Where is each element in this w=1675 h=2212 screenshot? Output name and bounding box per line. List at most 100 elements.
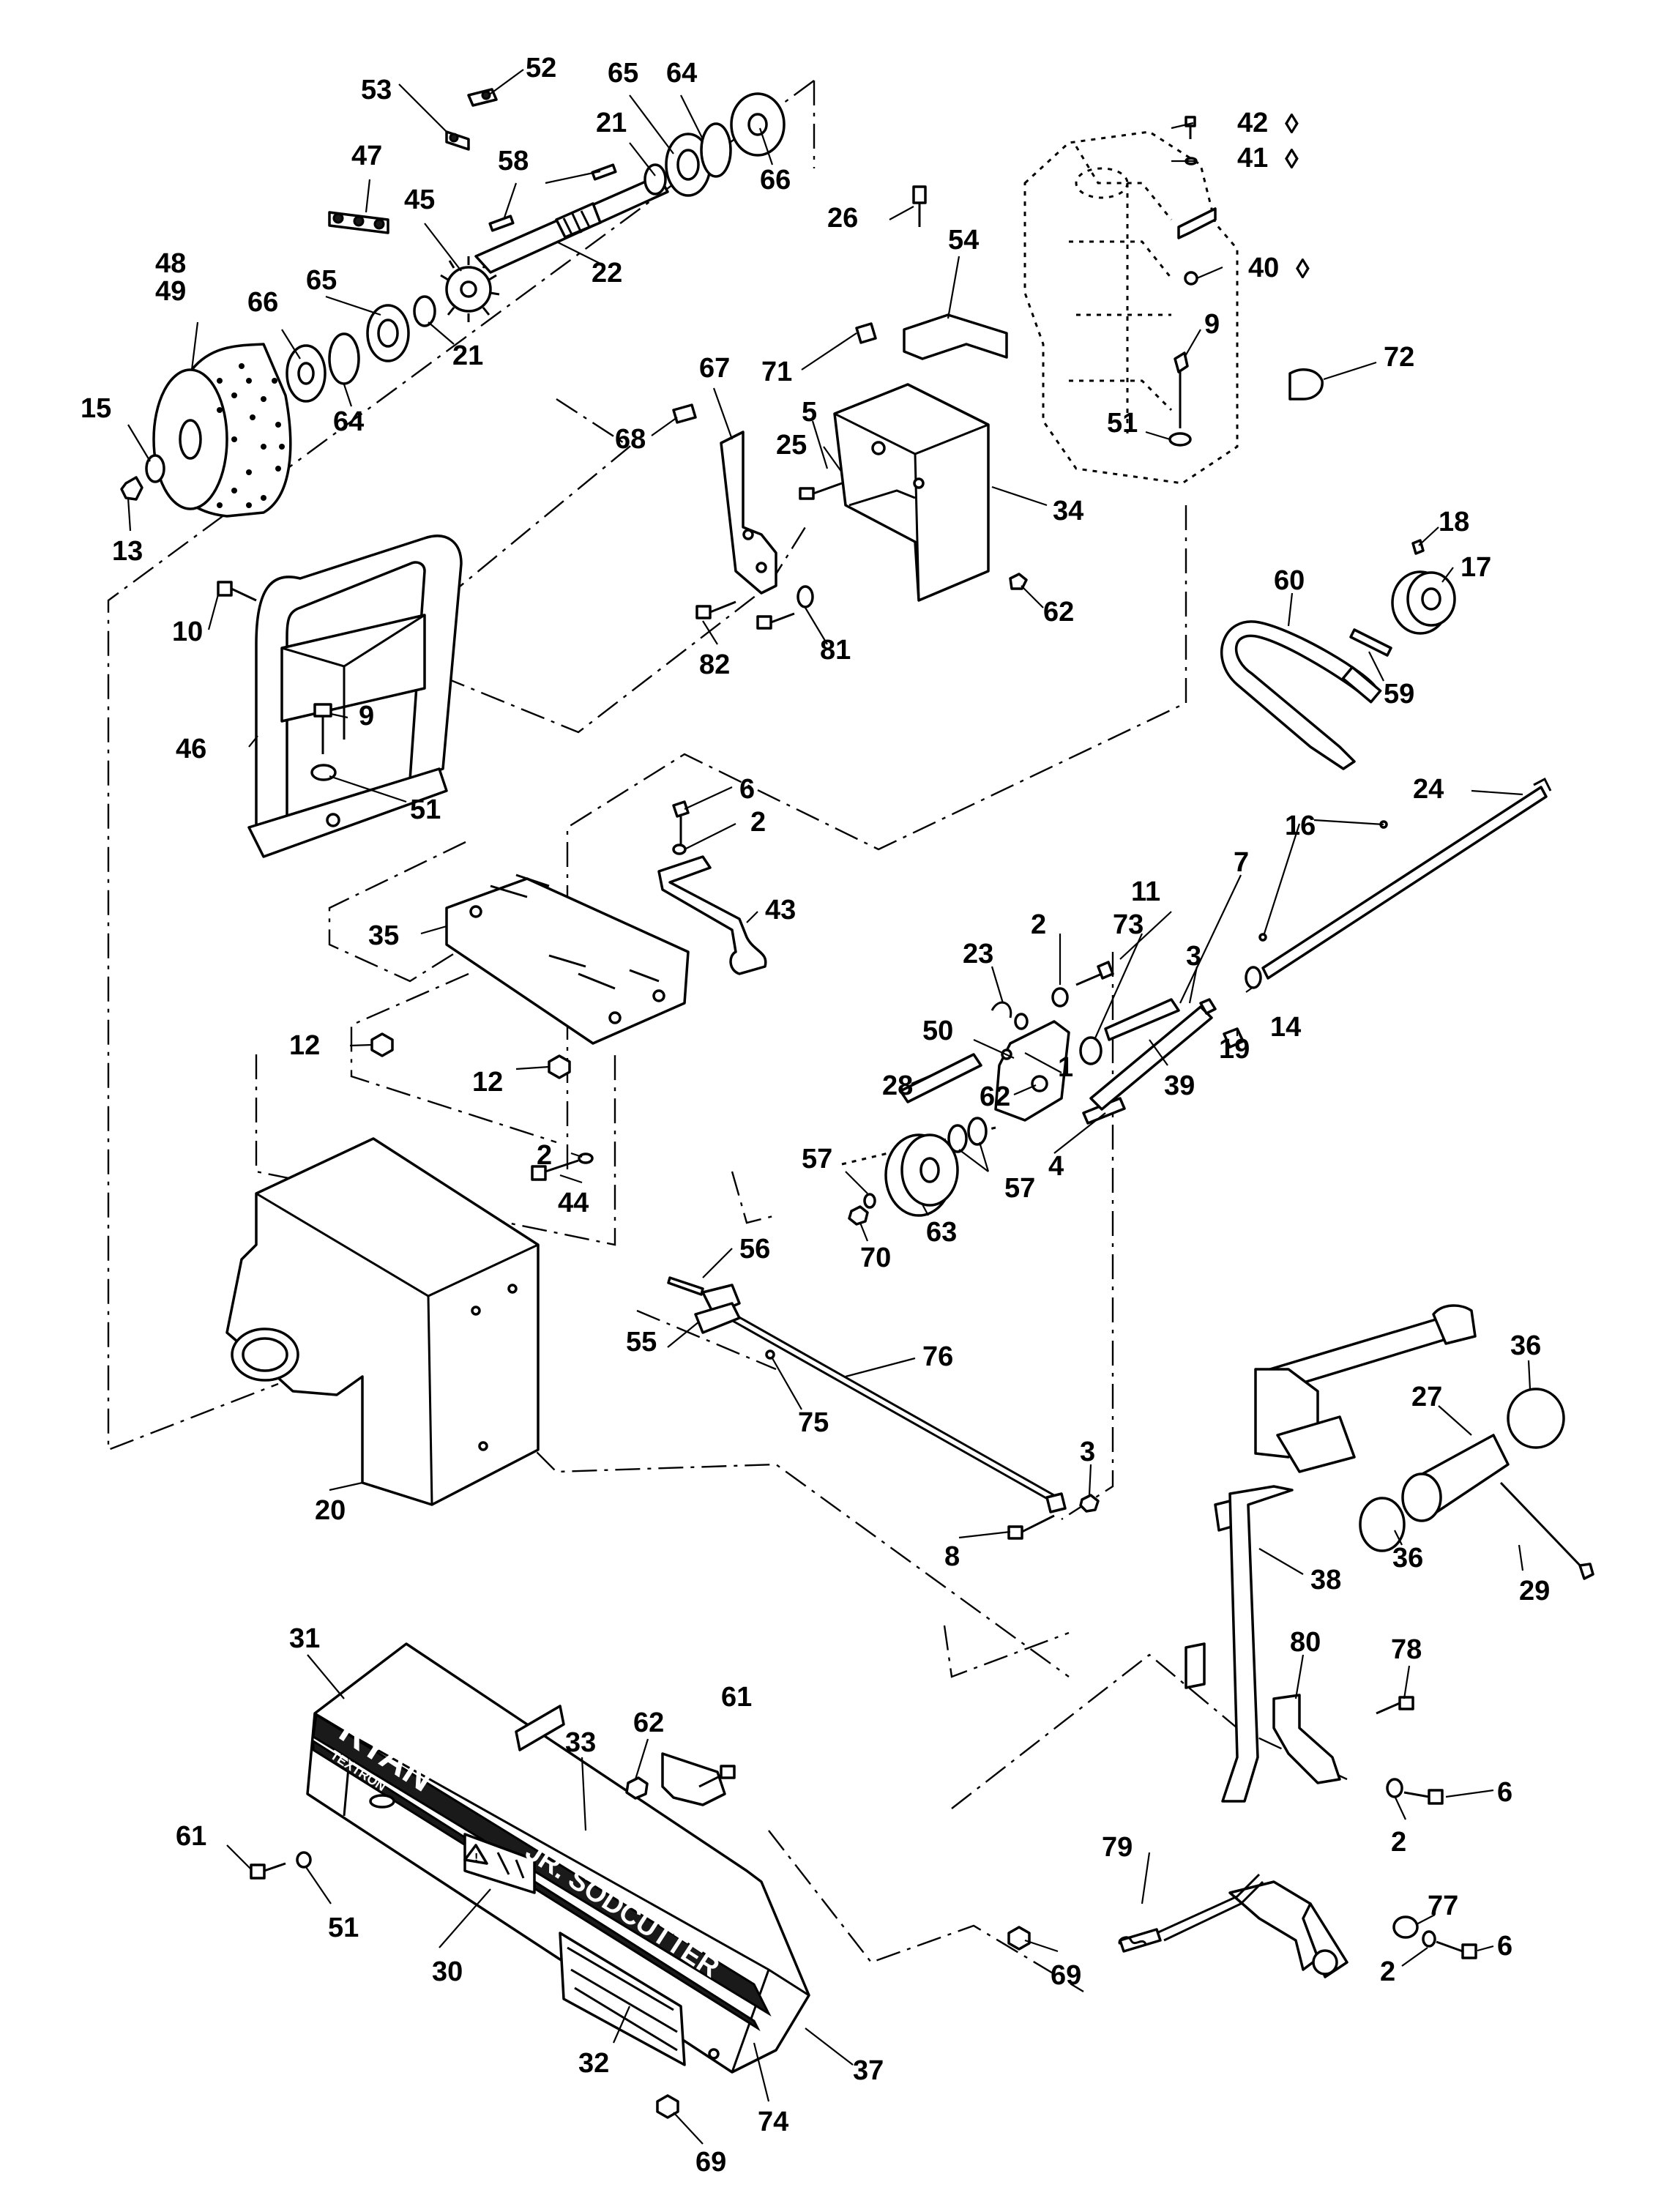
- callout-61: 61: [721, 1682, 752, 1713]
- callout-28: 28: [882, 1070, 913, 1101]
- stud-68: [672, 403, 697, 424]
- callout-65: 65: [608, 58, 638, 89]
- bolt-6-right-a: [1403, 1789, 1444, 1805]
- callout-21: 21: [596, 108, 627, 138]
- leader-lines: [127, 69, 1532, 2145]
- callout-33: 33: [565, 1727, 596, 1758]
- nut-12a: [370, 1032, 394, 1057]
- callout-42: 42: [1237, 108, 1268, 138]
- callout-18: 18: [1439, 507, 1469, 537]
- callout-70: 70: [860, 1243, 891, 1273]
- bolt-44: [531, 1152, 594, 1181]
- callout-55: 55: [626, 1327, 657, 1358]
- callout-29: 29: [1519, 1576, 1550, 1606]
- bolt-11: [1075, 961, 1114, 986]
- screw-40: [1184, 271, 1198, 286]
- callout-60: 60: [1274, 565, 1305, 596]
- callout-82: 82: [699, 649, 730, 680]
- callout-58: 58: [498, 146, 529, 176]
- callout-10: 10: [172, 617, 203, 647]
- callout-56: 56: [739, 1234, 770, 1265]
- warning-decal-30: !: [463, 1833, 536, 1894]
- plate-54: [903, 313, 1008, 360]
- callout-77: 77: [1428, 1891, 1458, 1921]
- callout-76: 76: [922, 1341, 953, 1372]
- callout-1: 1: [1058, 1052, 1073, 1083]
- callout-14: 14: [1270, 1012, 1301, 1043]
- bushing-62: [1031, 1075, 1048, 1092]
- key-58a: [488, 215, 515, 232]
- callout-79: 79: [1102, 1832, 1133, 1863]
- callout-34: 34: [1053, 496, 1083, 526]
- callout-23: 23: [963, 939, 993, 969]
- nut-12b: [548, 1054, 571, 1079]
- clamp-72: [1288, 368, 1324, 401]
- callout-16: 16: [1285, 811, 1316, 841]
- clip-71: [855, 322, 877, 344]
- bolt-6-right-b: [1436, 1940, 1477, 1959]
- callout-39: 39: [1164, 1070, 1195, 1101]
- callout-6-c: 6: [1497, 1931, 1512, 1962]
- callout-4: 4: [1048, 1151, 1064, 1182]
- spring-19: [1223, 1027, 1245, 1049]
- callout-50: 50: [922, 1016, 953, 1046]
- callout-27: 27: [1411, 1382, 1442, 1412]
- callout-62: 62: [1043, 597, 1074, 628]
- callout-12: 12: [289, 1030, 320, 1061]
- callout-25: 25: [776, 430, 807, 461]
- callout-80: 80: [1290, 1627, 1321, 1658]
- collar-21: [413, 295, 436, 327]
- cover-slot: [369, 1794, 395, 1809]
- callout-3-b: 3: [1080, 1437, 1095, 1467]
- callout-62-b: 62: [980, 1081, 1010, 1112]
- bracket-80: [1272, 1694, 1341, 1784]
- callout-41: 41: [1237, 143, 1268, 174]
- callout-59: 59: [1384, 679, 1414, 710]
- svg-text:!: !: [474, 1852, 478, 1864]
- callout-2-b: 2: [1031, 909, 1046, 940]
- retainer-64-right: [700, 122, 732, 178]
- bracket-55: [694, 1302, 741, 1334]
- callout-35: 35: [368, 920, 399, 951]
- washer-2-right-b: [1422, 1930, 1436, 1948]
- callout-64-b: 64: [333, 406, 364, 437]
- callout-38: 38: [1310, 1565, 1341, 1595]
- callout-8: 8: [944, 1541, 960, 1572]
- callout-61-b: 61: [176, 1821, 206, 1852]
- belt-pulley-assembly: [1220, 539, 1456, 770]
- callout-81: 81: [820, 635, 851, 666]
- bolt-61-right: [698, 1765, 736, 1788]
- callout-51-c: 51: [328, 1913, 359, 1943]
- callout-31: 31: [289, 1623, 320, 1654]
- callout-57: 57: [802, 1144, 832, 1174]
- key-59: [1349, 628, 1392, 657]
- bolt-8: [1007, 1514, 1055, 1540]
- bushing-1: [1014, 1013, 1029, 1030]
- callout-20: 20: [315, 1495, 346, 1526]
- callout-78: 78: [1391, 1634, 1422, 1665]
- callout-24: 24: [1413, 774, 1444, 805]
- marker-41: ◊: [1285, 144, 1299, 175]
- washer-57c: [863, 1193, 876, 1209]
- mount-bracket-assembly: [672, 116, 1198, 630]
- washer-15: [145, 454, 165, 483]
- callout-64: 64: [666, 58, 697, 89]
- nut-13: [120, 476, 143, 501]
- callout-labels: 53 52 65 64 21 58 66 47 45 22 48 49 66 6…: [81, 53, 1550, 2178]
- callout-2: 2: [750, 807, 766, 838]
- handle-frame-46: [217, 535, 463, 858]
- tube-39: [1089, 1005, 1213, 1111]
- chain-47: [328, 211, 389, 234]
- bolt-9-engine: [1174, 351, 1189, 428]
- callout-32: 32: [578, 2048, 609, 2079]
- drum-shaft-assembly: [120, 88, 786, 518]
- washer-2-rod: [672, 844, 687, 855]
- control-rod-76: [667, 1276, 1100, 1540]
- callout-36-b: 36: [1392, 1543, 1423, 1574]
- marker-42: ◊: [1285, 109, 1299, 140]
- callout-72: 72: [1384, 342, 1414, 373]
- nut-3-rod: [1079, 1494, 1100, 1513]
- callout-46: 46: [176, 734, 206, 764]
- pin-16a: [1258, 933, 1267, 942]
